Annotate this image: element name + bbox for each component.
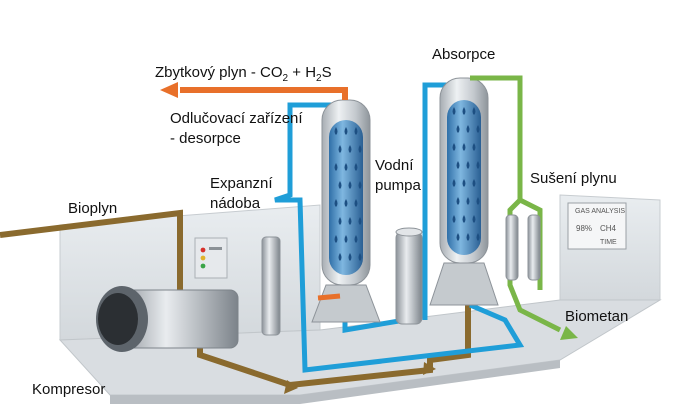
absorption-droplet bbox=[462, 179, 466, 187]
label-compressor: Kompresor bbox=[32, 381, 106, 398]
biomethane-arrow bbox=[560, 326, 578, 340]
label-water-pump-line2: pumpa bbox=[375, 177, 421, 194]
analyzer-reading-value: 98% bbox=[576, 224, 593, 233]
residual-gas-text-mid: + H bbox=[288, 64, 317, 81]
desorption-droplet bbox=[334, 163, 338, 171]
absorption-droplet bbox=[456, 233, 460, 241]
absorption-droplet bbox=[452, 107, 456, 115]
water-pump-body bbox=[395, 231, 423, 325]
absorption-droplet bbox=[456, 197, 460, 205]
biogas-pipe-to-column bbox=[289, 272, 471, 388]
biogas-flow-arrow bbox=[284, 380, 298, 394]
label-biogas: Bioplyn bbox=[68, 200, 118, 217]
residual-gas-pipe bbox=[180, 87, 348, 100]
absorption-droplet bbox=[476, 197, 480, 205]
desorption-droplet bbox=[334, 199, 338, 207]
water-pump-top bbox=[395, 227, 423, 237]
residual-gas-arrow bbox=[160, 82, 178, 98]
absorption-droplet bbox=[462, 143, 466, 151]
desorption-droplet bbox=[338, 181, 342, 189]
desorption-droplet bbox=[348, 217, 352, 225]
absorption-droplet bbox=[466, 161, 470, 169]
desorption-droplet bbox=[348, 253, 352, 261]
absorption-droplet bbox=[476, 125, 480, 133]
analyzer-footer: TIME bbox=[600, 239, 617, 246]
residual-gas-text-suffix: S bbox=[321, 64, 332, 81]
absorption-column-base bbox=[429, 262, 499, 306]
water-pipe-loop bbox=[274, 102, 525, 373]
desorption-droplet bbox=[344, 127, 348, 135]
absorption-droplet bbox=[466, 125, 470, 133]
desorption-droplet bbox=[354, 127, 358, 135]
absorption-droplet bbox=[476, 233, 480, 241]
desorption-droplet bbox=[338, 217, 342, 225]
label-absorption: Absorpce bbox=[432, 46, 496, 63]
compressor-cap bbox=[98, 293, 138, 345]
absorption-droplet bbox=[456, 125, 460, 133]
desorption-column-base bbox=[311, 284, 381, 323]
analyzer-reading-gas: CH4 bbox=[600, 224, 617, 233]
desorption-droplet bbox=[354, 163, 358, 171]
drying-cylinder-right bbox=[527, 214, 541, 281]
residual-gas-sub2: 2 bbox=[316, 73, 322, 84]
expansion-vessel bbox=[261, 236, 281, 336]
control-panel bbox=[194, 237, 228, 279]
absorption-column-fill bbox=[447, 100, 481, 255]
desorption-droplet bbox=[344, 163, 348, 171]
desorption-droplet bbox=[358, 145, 362, 153]
absorption-droplet bbox=[472, 107, 476, 115]
desorption-droplet bbox=[338, 253, 342, 261]
desorption-droplet bbox=[334, 235, 338, 243]
drying-cylinder-left bbox=[505, 214, 519, 281]
desorption-droplet bbox=[348, 181, 352, 189]
absorption-droplet bbox=[466, 197, 470, 205]
absorption-droplet bbox=[472, 215, 476, 223]
panel-led-green bbox=[200, 263, 206, 269]
label-desorption-line1: Odlučovací zařízení bbox=[170, 110, 303, 127]
desorption-droplet bbox=[358, 181, 362, 189]
desorber-orange-inlet bbox=[317, 293, 341, 301]
panel-slot bbox=[209, 247, 222, 250]
biogas-flow-arrow-2 bbox=[423, 362, 436, 375]
label-expansion-line1: Expanzní bbox=[210, 175, 273, 192]
label-desorption-line2: - desorpce bbox=[170, 130, 241, 147]
absorption-droplet bbox=[472, 143, 476, 151]
absorption-droplet bbox=[456, 161, 460, 169]
analyzer-title: GAS ANALYSIS bbox=[575, 208, 626, 215]
absorption-droplet bbox=[462, 107, 466, 115]
absorption-droplet bbox=[462, 215, 466, 223]
residual-gas-sub1: 2 bbox=[282, 73, 289, 84]
absorption-droplet bbox=[466, 233, 470, 241]
absorption-droplet bbox=[452, 143, 456, 151]
desorption-droplet bbox=[354, 199, 358, 207]
panel-led-red bbox=[200, 247, 206, 253]
desorption-droplet bbox=[354, 235, 358, 243]
absorption-droplet bbox=[472, 179, 476, 187]
desorption-droplet bbox=[334, 127, 338, 135]
label-water-pump-line1: Vodní bbox=[375, 157, 414, 174]
absorption-droplet bbox=[452, 215, 456, 223]
label-gas-drying: Sušení plynu bbox=[530, 170, 617, 187]
label-residual-gas: Zbytkový plyn - CO2 + H2S bbox=[155, 64, 332, 88]
residual-gas-text-prefix: Zbytkový plyn - CO bbox=[155, 64, 283, 81]
desorption-droplet bbox=[344, 199, 348, 207]
platform-front-edge bbox=[110, 360, 560, 404]
panel-led-yellow bbox=[200, 255, 206, 261]
desorption-droplet bbox=[348, 145, 352, 153]
absorption-droplet bbox=[452, 179, 456, 187]
gas-analyzer bbox=[567, 202, 627, 250]
desorption-droplet bbox=[358, 217, 362, 225]
desorption-droplet bbox=[338, 145, 342, 153]
desorption-droplet bbox=[358, 253, 362, 261]
desorption-column-fill bbox=[329, 120, 363, 275]
absorption-droplet bbox=[476, 161, 480, 169]
desorption-droplet bbox=[344, 235, 348, 243]
label-biomethane: Biometan bbox=[565, 308, 629, 325]
label-expansion-line2: nádoba bbox=[210, 195, 261, 212]
biomethane-pipe bbox=[470, 75, 562, 333]
